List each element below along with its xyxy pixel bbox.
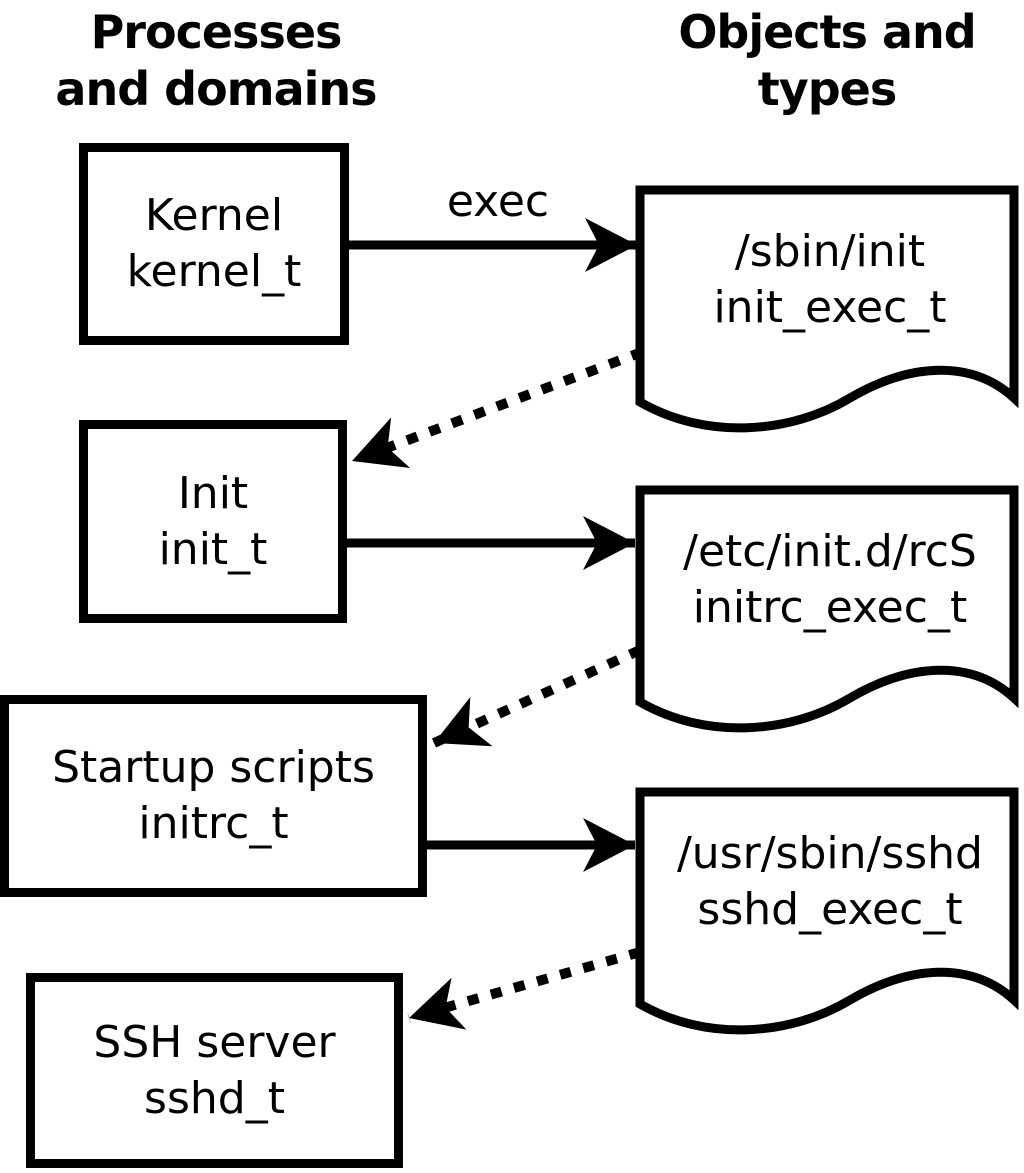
process-domain: initrc_t xyxy=(138,798,289,849)
column-header-processes: Processes and domains xyxy=(0,4,432,118)
process-domain: kernel_t xyxy=(126,246,302,297)
column-header-processes-line1: Processes xyxy=(90,5,343,59)
object-path: /sbin/init xyxy=(734,226,926,277)
column-header-objects-line1: Objects and xyxy=(678,5,976,59)
process-box-kernel: Kernel kernel_t xyxy=(79,143,349,345)
column-header-objects: Objects and types xyxy=(630,4,1024,118)
object-type: sshd_exec_t xyxy=(697,884,963,935)
document-shape-sbin-init xyxy=(635,185,1019,433)
dotted-arrow-sbin-init-to-init xyxy=(350,347,644,468)
object-doc-usr-sbin-sshd: /usr/sbin/sshd sshd_exec_t xyxy=(650,797,1010,967)
document-shape-etc-initd-rcs xyxy=(635,485,1019,733)
process-name: Init xyxy=(177,467,249,519)
object-type: initrc_exec_t xyxy=(692,582,968,633)
dotted-arrow-sshd-exec-to-sshd xyxy=(407,947,642,1030)
process-box-startup-scripts: Startup scripts initrc_t xyxy=(0,695,427,897)
process-name: Kernel xyxy=(144,190,284,241)
object-doc-etc-initd-rcs: /etc/init.d/rcS initrc_exec_t xyxy=(650,495,1010,665)
column-header-objects-line2: types xyxy=(757,62,897,116)
process-name: SSH server xyxy=(93,1016,336,1068)
object-path: /etc/init.d/rcS xyxy=(683,526,977,577)
dotted-arrow-rcs-to-initrc xyxy=(431,645,643,748)
object-doc-sbin-init: /sbin/init init_exec_t xyxy=(650,195,1010,365)
process-name: Startup scripts xyxy=(52,742,375,793)
process-box-init: Init init_t xyxy=(79,420,347,623)
document-shape-usr-sbin-sshd xyxy=(635,787,1019,1035)
object-type: init_exec_t xyxy=(713,282,947,333)
exec-arrow-label: exec xyxy=(446,176,550,227)
object-path: /usr/sbin/sshd xyxy=(676,828,983,879)
process-box-ssh-server: SSH server sshd_t xyxy=(26,973,403,1168)
process-domain: sshd_t xyxy=(144,1072,285,1124)
column-header-processes-line2: and domains xyxy=(55,62,377,116)
process-domain: init_t xyxy=(158,523,268,575)
